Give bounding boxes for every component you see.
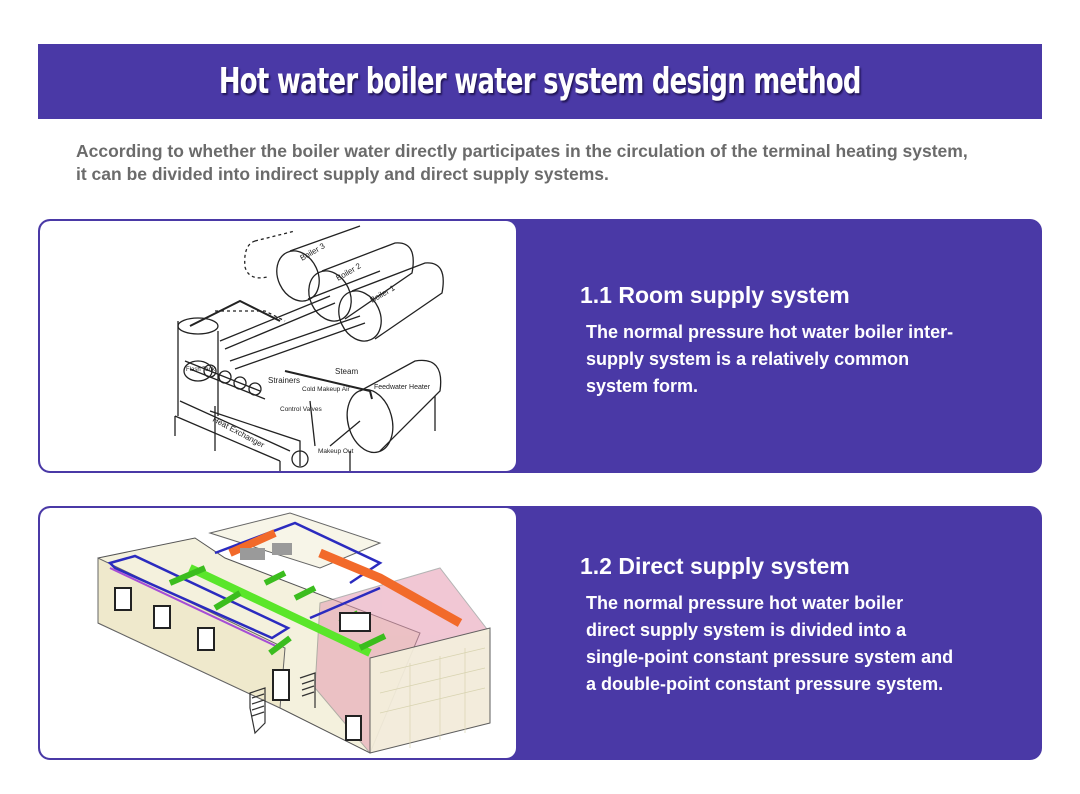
section-text-room-supply: 1.1 Room supply system The normal pressu… xyxy=(580,281,1020,400)
section-body: The normal pressure hot water boiler dir… xyxy=(586,593,954,694)
label-boiler-1: Boiler 1 xyxy=(369,283,397,305)
boiler-system-diagram: Boiler 3 Boiler 2 Boiler 1 Flash Tank St… xyxy=(40,221,516,471)
label-control-valves: Control Valves xyxy=(280,406,323,413)
title-banner: Hot water boiler water system design met… xyxy=(38,44,1042,119)
section-heading: 1.1 Room supply system xyxy=(580,282,850,308)
section-card-room-supply: Boiler 3 Boiler 2 Boiler 1 Flash Tank St… xyxy=(38,219,1042,473)
label-steam: Steam xyxy=(335,367,358,376)
building-render xyxy=(40,508,516,758)
label-flash-tank: Flash Tank xyxy=(186,367,216,373)
label-strainers: Strainers xyxy=(268,376,300,385)
section-heading: 1.2 Direct supply system xyxy=(580,553,850,579)
section-text-direct-supply: 1.2 Direct supply system The normal pres… xyxy=(580,552,1020,698)
section-body: The normal pressure hot water boiler int… xyxy=(586,322,954,396)
section-card-direct-supply: 1.2 Direct supply system The normal pres… xyxy=(38,506,1042,760)
label-feedwater-heater: Feedwater Heater xyxy=(374,384,431,391)
label-cold-makeup: Cold Makeup Air xyxy=(302,386,351,393)
intro-paragraph: According to whether the boiler water di… xyxy=(76,141,968,184)
indirect-supply-illustration: Boiler 3 Boiler 2 Boiler 1 Flash Tank St… xyxy=(174,225,444,471)
label-boiler-3: Boiler 3 xyxy=(299,241,327,263)
label-makeup-out: Makeup Out xyxy=(318,448,354,455)
direct-supply-illustration xyxy=(97,512,491,754)
page-title: Hot water boiler water system design met… xyxy=(219,61,862,102)
